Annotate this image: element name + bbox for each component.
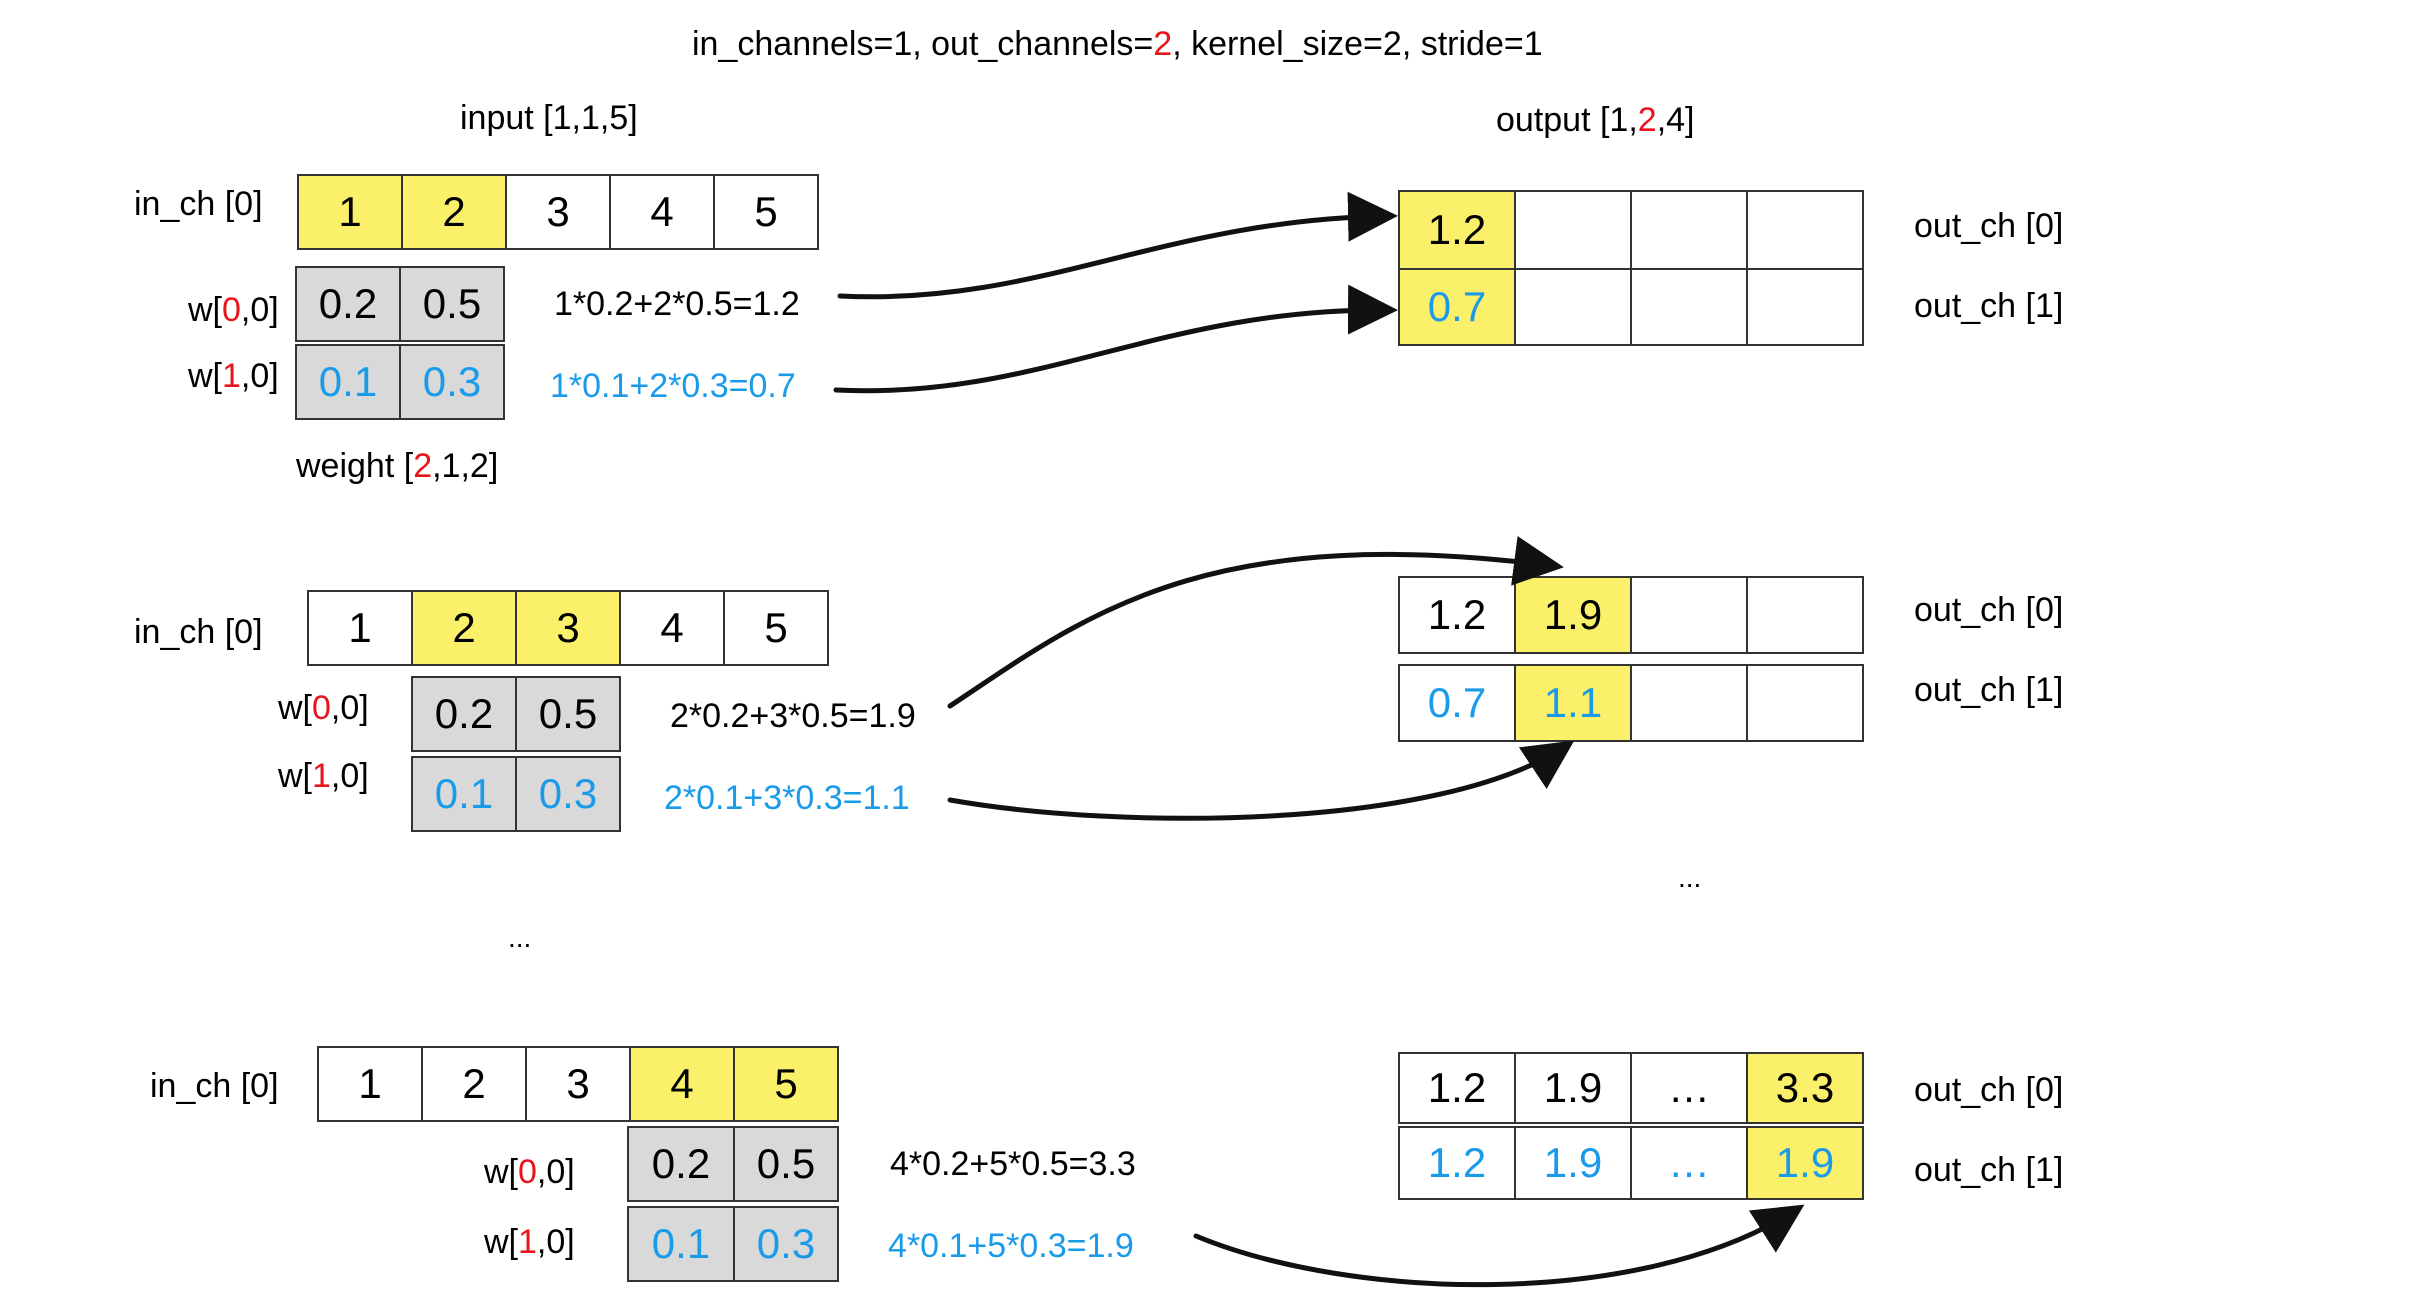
arrow-step1-out0 — [837, 191, 1398, 300]
title-part2: , kernel_size=2, stride=1 — [1172, 25, 1543, 63]
output-cell: … — [1630, 1052, 1748, 1124]
weight-label-w10: w[1,0] — [278, 757, 369, 795]
input-cell: 2 — [411, 590, 517, 666]
input-cell: 2 — [421, 1046, 527, 1122]
equation-out1: 4*0.1+5*0.3=1.9 — [888, 1227, 1134, 1265]
input-cell: 3 — [525, 1046, 631, 1122]
weight-label-w10: w[1,0] — [188, 357, 279, 395]
weight-cell: 0.2 — [411, 676, 517, 752]
weight-cell: 0.1 — [411, 756, 517, 832]
out-ch1-label: out_ch [1] — [1914, 1151, 2064, 1189]
arrow-step3-out1 — [1193, 1204, 1805, 1288]
title-part1: in_channels=1, out_channels= — [692, 25, 1154, 63]
input-cell: 3 — [505, 174, 611, 250]
weight-label-w00: w[0,0] — [484, 1153, 575, 1191]
input-cell: 1 — [297, 174, 403, 250]
out-ch1-label: out_ch [1] — [1914, 671, 2064, 709]
arrow-step1-out1 — [833, 284, 1398, 394]
output-shape-label: output [1,2,4] — [1496, 101, 1695, 139]
output-cell — [1746, 268, 1864, 346]
output-cell — [1746, 190, 1864, 270]
arrow-step2-out0 — [947, 536, 1564, 709]
input-cell: 1 — [307, 590, 413, 666]
input-cell: 4 — [629, 1046, 735, 1122]
input-cell: 4 — [619, 590, 725, 666]
weight-cell: 0.2 — [627, 1126, 735, 1202]
output-cell — [1514, 268, 1632, 346]
output-cell — [1630, 576, 1748, 654]
in-ch-label: in_ch [0] — [150, 1067, 279, 1105]
output-cell — [1746, 576, 1864, 654]
in-ch-label: in_ch [0] — [134, 185, 263, 223]
equation-out1: 2*0.1+3*0.3=1.1 — [664, 779, 910, 817]
input-cell: 5 — [723, 590, 829, 666]
weight-label-w10: w[1,0] — [484, 1223, 575, 1261]
output-cell: 1.9 — [1514, 1052, 1632, 1124]
equation-out0: 4*0.2+5*0.5=3.3 — [890, 1145, 1136, 1183]
weight-cell: 0.1 — [627, 1206, 735, 1282]
weight-shape-label: weight [2,1,2] — [296, 447, 499, 485]
output-cell: 0.7 — [1398, 664, 1516, 742]
weight-cell: 0.3 — [399, 344, 505, 420]
in-ch-label: in_ch [0] — [134, 613, 263, 651]
output-cell — [1514, 190, 1632, 270]
output-cell: 0.7 — [1398, 268, 1516, 346]
input-cell: 5 — [733, 1046, 839, 1122]
output-cell: 1.2 — [1398, 190, 1516, 270]
output-cell: 1.9 — [1514, 576, 1632, 654]
input-cell: 4 — [609, 174, 715, 250]
arrow-step2-out1 — [947, 740, 1575, 821]
output-cell: 1.9 — [1746, 1126, 1864, 1200]
output-cell — [1746, 664, 1864, 742]
equation-out1: 1*0.1+2*0.3=0.7 — [550, 367, 796, 405]
weight-label-w00: w[0,0] — [188, 291, 279, 329]
input-cell: 1 — [317, 1046, 423, 1122]
out-ch0-label: out_ch [0] — [1914, 207, 2064, 245]
out-ch0-label: out_ch [0] — [1914, 1071, 2064, 1109]
weight-cell: 0.5 — [399, 266, 505, 342]
out-ch1-label: out_ch [1] — [1914, 287, 2064, 325]
output-cell — [1630, 664, 1748, 742]
diagram-title: in_channels=1, out_channels=2, kernel_si… — [692, 24, 1543, 64]
ellipsis-left: ... — [508, 922, 532, 953]
weight-cell: 0.3 — [515, 756, 621, 832]
weight-cell: 0.3 — [733, 1206, 839, 1282]
output-cell: 1.2 — [1398, 1126, 1516, 1200]
out-ch0-label: out_ch [0] — [1914, 591, 2064, 629]
output-cell: 1.2 — [1398, 1052, 1516, 1124]
title-out-channels-value: 2 — [1153, 25, 1173, 63]
weight-cell: 0.1 — [295, 344, 401, 420]
weight-cell: 0.2 — [295, 266, 401, 342]
output-cell: 3.3 — [1746, 1052, 1864, 1124]
input-cell: 3 — [515, 590, 621, 666]
equation-out0: 2*0.2+3*0.5=1.9 — [670, 697, 916, 735]
input-cell: 5 — [713, 174, 819, 250]
weight-cell: 0.5 — [515, 676, 621, 752]
ellipsis-right: ... — [1678, 862, 1702, 893]
weight-cell: 0.5 — [733, 1126, 839, 1202]
input-shape-label: input [1,1,5] — [460, 99, 638, 137]
input-cell: 2 — [401, 174, 507, 250]
weight-label-w00: w[0,0] — [278, 689, 369, 727]
equation-out0: 1*0.2+2*0.5=1.2 — [554, 285, 800, 323]
